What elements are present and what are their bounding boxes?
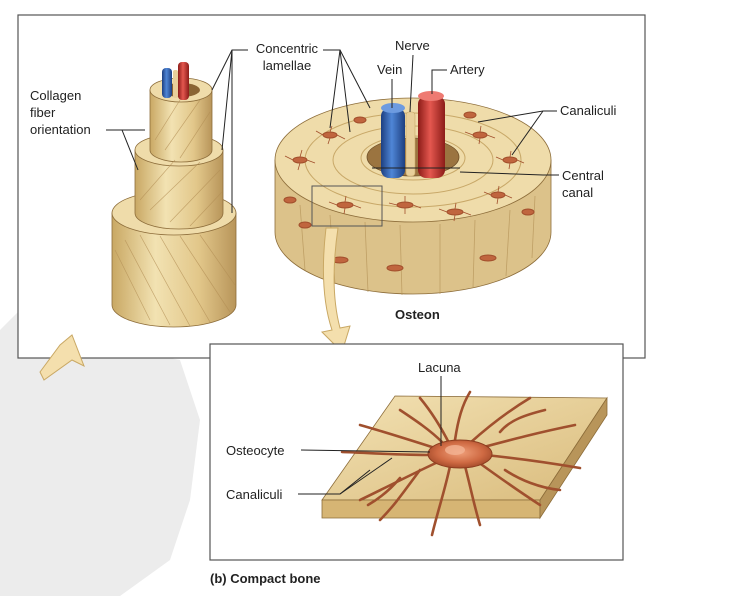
label-canaliculi-bottom: Canaliculi bbox=[226, 487, 283, 502]
leader-lines bbox=[106, 49, 559, 495]
label-lacuna: Lacuna bbox=[418, 360, 461, 375]
label-canaliculi-top: Canaliculi bbox=[560, 103, 617, 118]
osteon-disc bbox=[274, 91, 552, 296]
zoom-region-box bbox=[311, 185, 383, 227]
label-osteon: Osteon bbox=[395, 307, 440, 322]
label-concentric-lamellae: Concentric lamellae bbox=[255, 41, 319, 73]
label-vein: Vein bbox=[377, 62, 403, 77]
label-artery: Artery bbox=[450, 62, 485, 77]
label-collagen-fiber-orientation: Collagen fiber orientation bbox=[30, 88, 91, 137]
label-osteocyte: Osteocyte bbox=[226, 443, 285, 458]
label-nerve: Nerve bbox=[395, 38, 430, 53]
page-arrow bbox=[39, 334, 85, 381]
label-central-canal: Central canal bbox=[562, 168, 604, 200]
zoom-arrow bbox=[320, 227, 351, 353]
osteon-osteocytes bbox=[283, 111, 535, 272]
lamellae-cylinder bbox=[111, 62, 237, 328]
figure-caption: (b) Compact bone bbox=[210, 571, 321, 586]
osteocyte-cell bbox=[340, 390, 582, 537]
